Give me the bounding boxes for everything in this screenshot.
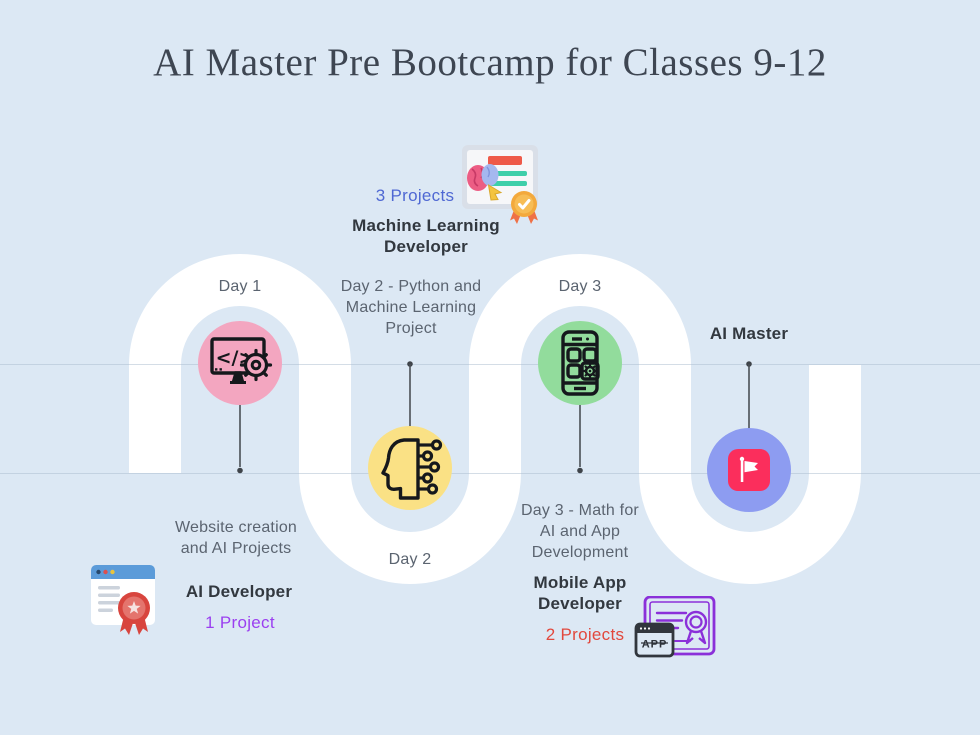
website-ribbon-award-icon bbox=[91, 565, 155, 635]
ai-head-circuit-icon bbox=[381, 438, 443, 500]
day2-label: Day 2 bbox=[388, 551, 432, 568]
day2-milestone-circle bbox=[368, 426, 452, 510]
master-milestone-circle bbox=[707, 428, 791, 512]
day1-role: AI Developer bbox=[185, 582, 293, 601]
master-connector bbox=[746, 361, 752, 430]
day3-connector bbox=[577, 405, 583, 474]
flag-badge bbox=[728, 449, 770, 491]
flag-icon bbox=[739, 456, 758, 482]
page-title: AI Master Pre Bootcamp for Classes 9-12 bbox=[153, 41, 827, 84]
day2-projects: 3 Projects bbox=[375, 186, 455, 205]
master-label: AI Master bbox=[709, 324, 789, 343]
day3-projects: 2 Projects bbox=[545, 625, 625, 644]
code-monitor-icon: </> bbox=[210, 337, 273, 384]
day2-description: Day 2 - Python and Machine Learning Proj… bbox=[340, 278, 482, 337]
mobile-app-icon bbox=[561, 330, 600, 396]
svg-text:APP: APP bbox=[642, 639, 668, 651]
day3-role: Mobile App Developer bbox=[533, 573, 627, 613]
guide-line-bottom bbox=[0, 473, 980, 474]
day1-milestone-circle: </> bbox=[198, 321, 282, 405]
guide-line-top bbox=[0, 364, 980, 365]
day1-projects: 1 Project bbox=[205, 613, 275, 632]
day3-label: Day 3 bbox=[558, 278, 602, 295]
day2-connector bbox=[407, 361, 413, 428]
day1-connector bbox=[237, 405, 243, 474]
day3-milestone-circle bbox=[538, 321, 622, 405]
day1-label: Day 1 bbox=[218, 278, 262, 295]
day2-role: Machine Learning Developer bbox=[352, 216, 500, 256]
ml-brain-certificate-icon bbox=[462, 145, 538, 224]
day3-description: Day 3 - Math for AI and App Development bbox=[521, 502, 639, 561]
app-certificate-icon: APP bbox=[634, 596, 716, 658]
day1-description: Website creation and AI Projects bbox=[174, 519, 298, 557]
